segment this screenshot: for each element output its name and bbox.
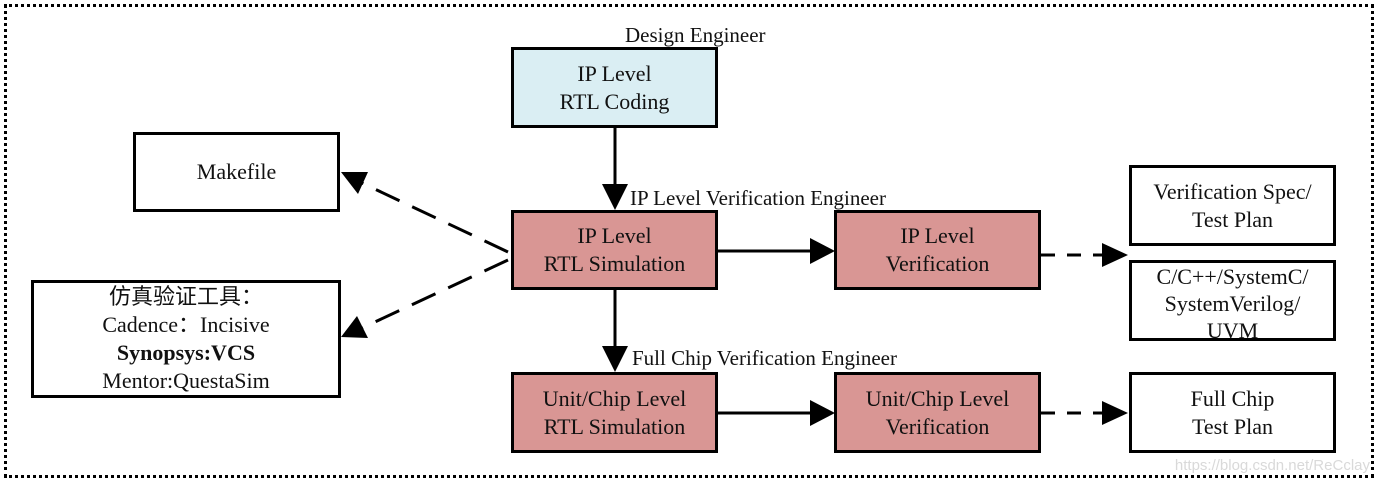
- box-text: Cadence：Incisive: [102, 312, 270, 337]
- box-text: UVM: [1206, 318, 1259, 343]
- box-text: Synopsys:VCS: [116, 340, 256, 365]
- dashed-arrow-to-spec: [1041, 243, 1128, 267]
- box-makefile: Makefile: [133, 132, 340, 212]
- box-text: Test Plan: [1192, 413, 1273, 439]
- box-text: Makefile: [196, 159, 277, 184]
- watermark: https://blog.csdn.net/ReCclay: [1174, 457, 1370, 474]
- box-text: IP Level: [900, 223, 975, 248]
- role-label-design-engineer: Design Engineer: [625, 23, 766, 47]
- box-text: C/C++/SystemC/: [1156, 264, 1309, 289]
- box-ip-rtl-simulation: IP Level RTL Simulation: [511, 210, 718, 290]
- box-unit-verification: Unit/Chip Level Verification: [834, 372, 1041, 453]
- arrow-unit-simulation-to-unit-verification: [718, 400, 835, 426]
- box-text: Verification: [885, 413, 990, 439]
- box-text: SystemVerilog/: [1164, 291, 1301, 316]
- box-text: 仿真验证工具：: [108, 284, 263, 309]
- box-text: Test Plan: [1192, 206, 1273, 232]
- box-text: RTL Coding: [559, 88, 670, 114]
- box-ip-rtl-coding: IP Level RTL Coding: [511, 47, 718, 128]
- box-text: RTL Simulation: [543, 413, 686, 439]
- arrow-simulation-to-unit-simulation: [602, 290, 628, 372]
- arrow-simulation-to-ip-verification: [718, 238, 835, 264]
- box-text: Mentor:QuestaSim: [102, 368, 270, 393]
- box-text: IP Level: [577, 223, 652, 248]
- box-text: Verification: [885, 251, 990, 276]
- dashed-arrow-to-makefile: [341, 172, 509, 254]
- outer-dotted-frame: [4, 4, 1374, 478]
- box-simulation-tools: 仿真验证工具： Cadence：Incisive Synopsys:VCS Me…: [31, 280, 341, 398]
- box-text: Unit/Chip Level: [542, 385, 687, 411]
- box-unit-rtl-simulation: Unit/Chip Level RTL Simulation: [511, 372, 718, 453]
- box-verification-spec: Verification Spec/ Test Plan: [1129, 165, 1336, 246]
- box-text: Full Chip: [1190, 385, 1275, 411]
- box-verification-languages: C/C++/SystemC/ SystemVerilog/ UVM: [1129, 260, 1336, 343]
- role-label-ip-verification-engineer: IP Level Verification Engineer: [630, 186, 886, 210]
- box-text: RTL Simulation: [543, 251, 686, 276]
- dashed-arrow-to-full-chip-test-plan: [1041, 401, 1128, 425]
- arrow-coding-to-simulation: [602, 128, 628, 210]
- role-label-full-chip-verification-engineer: Full Chip Verification Engineer: [632, 346, 897, 370]
- box-text: Unit/Chip Level: [865, 385, 1010, 411]
- box-full-chip-test-plan: Full Chip Test Plan: [1129, 372, 1336, 453]
- box-ip-verification: IP Level Verification: [834, 210, 1041, 290]
- dashed-arrow-to-sim-tools: [341, 258, 509, 338]
- box-text: Verification Spec/: [1153, 178, 1312, 204]
- box-text: IP Level: [577, 60, 652, 86]
